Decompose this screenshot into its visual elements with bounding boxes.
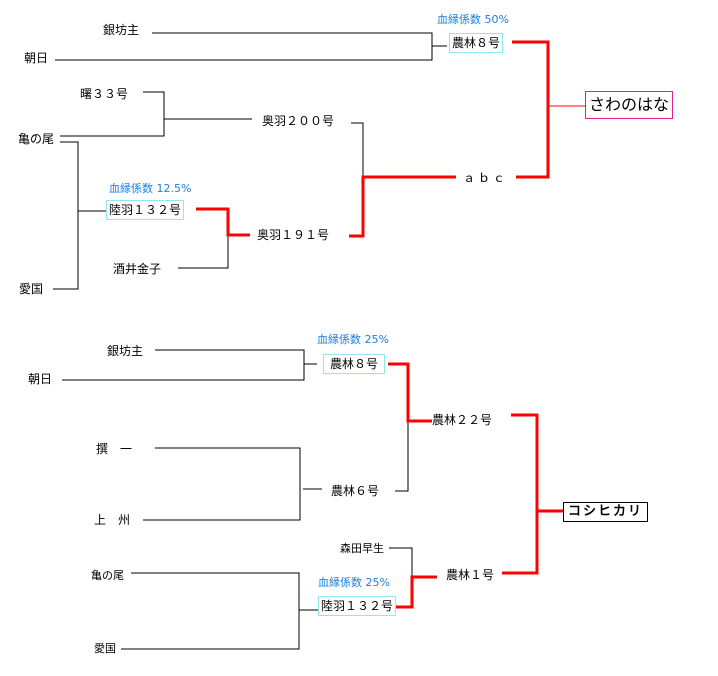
tree1-link-sakaikaneko — [178, 234, 229, 269]
tree1-link-ou200-abc — [351, 122, 364, 177]
tree2-node-ginbozu: 銀坊主 — [107, 344, 144, 358]
tree2-node-joshu: 上 州 — [94, 513, 131, 527]
tree2-node-norin8[interactable]: 農林８号 — [323, 354, 386, 374]
tree2-node-moritawase: 森田早生 — [340, 542, 384, 555]
tree2-node-norin22: 農林２２号 — [432, 413, 493, 427]
tree2-red-lines — [388, 362, 563, 609]
tree1-coef-rikuu132: 血縁係数 12.5% — [109, 182, 192, 195]
tree1-target-sawanohana[interactable]: さわのはな — [585, 91, 674, 119]
tree1-node-akebono33: 曙３３号 — [80, 87, 129, 101]
tree2-node-norin1: 農林１号 — [446, 568, 495, 582]
tree1-red-norin8-abc — [512, 40, 550, 179]
tree2-black-lines — [62, 349, 413, 650]
tree1-coef-norin8: 血縁係数 50% — [437, 13, 509, 26]
tree2-red-rikuu132-norin1 — [393, 575, 437, 609]
tree1-node-rikuu132[interactable]: 陸羽１３２号 — [106, 200, 185, 220]
tree1-black-lines — [53, 32, 585, 290]
tree2-coef-norin8: 血縁係数 25% — [317, 333, 389, 346]
tree1-node-kamenoo: 亀の尾 — [18, 132, 55, 146]
tree1-node-aikoku: 愛国 — [19, 282, 44, 296]
tree2-node-aikoku: 愛国 — [94, 642, 116, 655]
tree2-node-norin6: 農林６号 — [331, 484, 380, 498]
tree2-bracket-norin8 — [62, 349, 305, 381]
tree1-red-rikuu132-ou191 — [196, 207, 250, 237]
tree2-bracket-norin6 — [143, 447, 301, 521]
tree2-bracket-rikuu132 — [121, 572, 300, 650]
tree1-node-sakaikaneko: 酒井金子 — [113, 262, 162, 276]
tree1-node-abc: ａｂｃ — [463, 171, 509, 185]
tree1-red-lines — [196, 40, 550, 238]
tree2-target-koshihikari[interactable]: コシヒカリ — [563, 502, 649, 522]
tree2-red-norin22-norin1 — [502, 413, 539, 575]
tree1-bracket-rikuu132 — [53, 141, 79, 290]
tree2-red-norin8-norin22 — [388, 362, 432, 423]
tree1-node-norin8[interactable]: 農林８号 — [449, 33, 504, 53]
tree1-node-ginbozu: 銀坊主 — [103, 23, 140, 37]
tree1-node-asahi: 朝日 — [24, 51, 49, 65]
tree2-node-asahi: 朝日 — [28, 372, 53, 386]
tree1-node-ou200: 奥羽２００号 — [262, 114, 335, 128]
tree1-red-abc-ou191 — [349, 175, 456, 238]
tree2-node-kamenoo: 亀の尾 — [91, 569, 124, 582]
tree2-node-rikuu132[interactable]: 陸羽１３２号 — [318, 596, 397, 616]
tree2-node-senichi: 撰 一 — [96, 442, 133, 456]
tree1-bracket-ou200 — [60, 91, 165, 137]
tree1-node-ou191: 奥羽１９１号 — [257, 228, 330, 242]
tree2-link-norin6-norin22 — [395, 421, 409, 492]
tree2-link-moritawase — [389, 547, 413, 577]
tree2-coef-rikuu132: 血縁係数 25% — [318, 576, 390, 589]
